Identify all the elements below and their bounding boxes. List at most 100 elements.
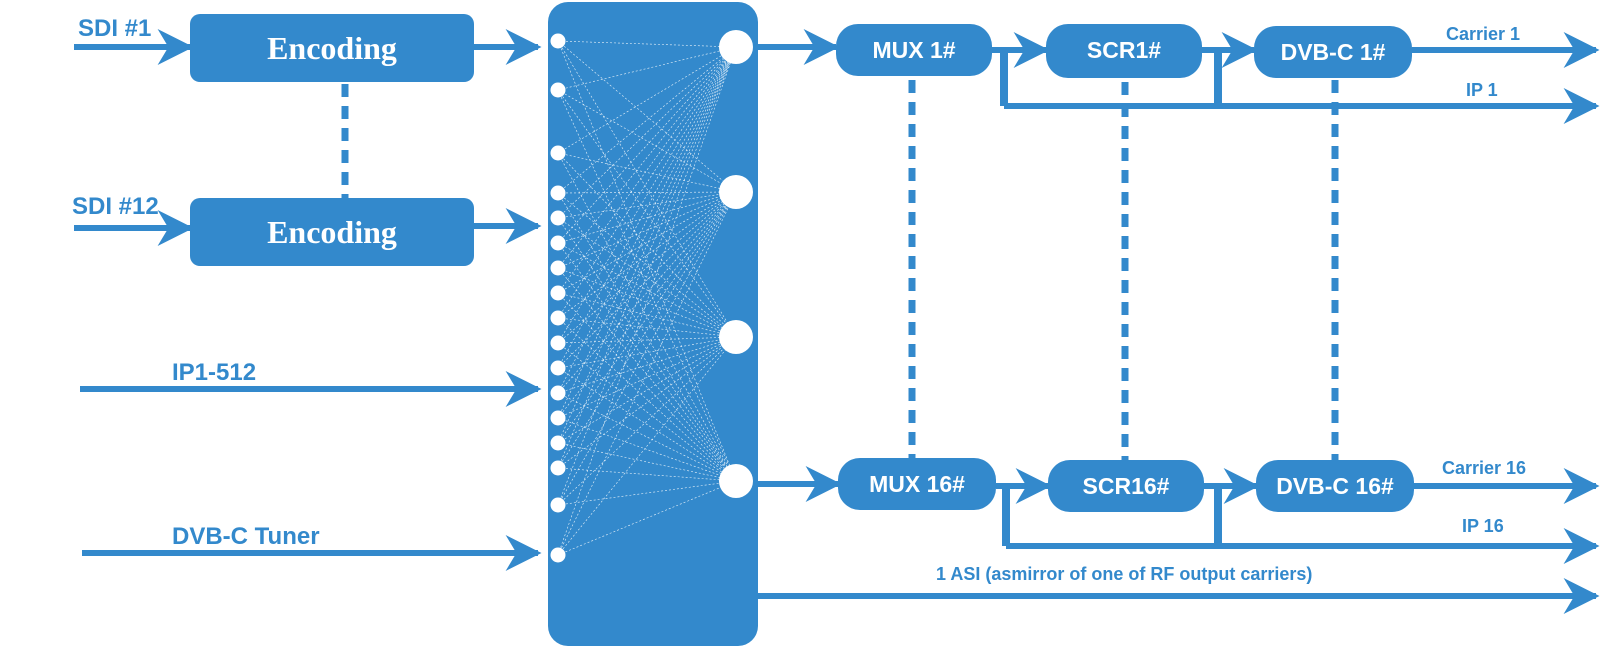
- matrix-line: [557, 217, 737, 482]
- matrix-input-port: [550, 145, 566, 161]
- encoder-block-12: Encoding: [190, 198, 474, 266]
- scr-block-16: SCR16#: [1048, 460, 1204, 512]
- matrix-output-port: [719, 30, 753, 64]
- matrix-line: [557, 40, 737, 48]
- matrix-line: [557, 46, 737, 91]
- encoder-1-label: Encoding: [267, 30, 397, 66]
- sdi-1-label: SDI #1: [78, 15, 151, 42]
- matrix-line: [557, 317, 737, 482]
- matrix-line: [557, 40, 737, 193]
- matrix-line: [557, 46, 737, 469]
- encoder-block-1: Encoding: [190, 14, 474, 82]
- matrix-line: [557, 317, 737, 338]
- sdi-12-label: SDI #12: [72, 193, 159, 220]
- matrix-input-port: [550, 497, 566, 513]
- matrix-input-port: [550, 385, 566, 401]
- matrix-line: [557, 46, 737, 394]
- matrix-line: [557, 191, 737, 194]
- scr-1-label: SCR1#: [1087, 37, 1161, 63]
- matrix-line: [557, 46, 737, 556]
- matrix-output-port: [719, 320, 753, 354]
- matrix-line: [557, 46, 737, 419]
- matrix-line: [557, 40, 737, 338]
- ip-input-label: IP1-512: [172, 359, 256, 386]
- matrix-line: [557, 417, 737, 482]
- input-lines: [74, 29, 542, 571]
- tuner-input-label: DVB-C Tuner: [172, 523, 320, 550]
- matrix-line: [557, 46, 737, 154]
- matrix-line: [557, 191, 737, 469]
- dvbc-1-label: DVB-C 1#: [1281, 39, 1386, 65]
- matrix-line: [557, 191, 737, 244]
- matrix-line: [557, 89, 737, 338]
- scr-block-1: SCR1#: [1046, 24, 1202, 78]
- matrix-line: [557, 336, 737, 469]
- matrix-output-port: [719, 175, 753, 209]
- dvbc-16-label: DVB-C 16#: [1276, 473, 1394, 499]
- matrix-line: [557, 40, 737, 482]
- matrix-input-ports: [550, 33, 566, 563]
- matrix-input-port: [550, 360, 566, 376]
- matrix-line: [557, 191, 737, 506]
- matrix-input-port: [550, 460, 566, 476]
- matrix-input-port: [550, 285, 566, 301]
- matrix-connection-lines: [557, 40, 737, 556]
- matrix-line: [557, 191, 737, 444]
- matrix-line: [557, 242, 737, 482]
- matrix-line: [557, 191, 737, 369]
- matrix-input-port: [550, 33, 566, 49]
- matrix-line: [557, 367, 737, 482]
- carrier-1-label: Carrier 1: [1446, 24, 1520, 44]
- matrix-output-ports: [719, 30, 753, 498]
- matrix-line: [557, 336, 737, 444]
- matrix-line: [557, 191, 737, 319]
- matrix-line: [557, 292, 737, 338]
- matrix-line: [557, 242, 737, 338]
- matrix-line: [557, 292, 737, 482]
- matrix-line: [557, 336, 737, 506]
- matrix-line: [557, 336, 737, 419]
- mux-block-1: MUX 1#: [836, 24, 992, 76]
- matrix-input-port: [550, 235, 566, 251]
- matrix-line: [557, 191, 737, 269]
- matrix-line: [557, 336, 737, 394]
- dvbc-block-1: DVB-C 1#: [1254, 26, 1412, 78]
- dvbc-block-16: DVB-C 16#: [1256, 460, 1414, 512]
- matrix-line: [557, 192, 737, 482]
- ip-1-label: IP 1: [1466, 80, 1498, 100]
- mux-16-label: MUX 16#: [869, 471, 965, 497]
- matrix-line: [557, 46, 737, 219]
- matrix-input-port: [550, 210, 566, 226]
- matrix-line: [557, 46, 737, 269]
- matrix-line: [557, 392, 737, 482]
- matrix-line: [557, 46, 737, 344]
- matrix-output-port: [719, 464, 753, 498]
- matrix-line: [557, 191, 737, 219]
- ip-16-label: IP 16: [1462, 516, 1504, 536]
- matrix-line: [557, 46, 737, 244]
- matrix-input-port: [550, 82, 566, 98]
- matrix-input-port: [550, 310, 566, 326]
- scr-16-label: SCR16#: [1083, 473, 1170, 499]
- mux-1-label: MUX 1#: [872, 37, 955, 63]
- matrix-line: [557, 480, 737, 506]
- carrier-16-label: Carrier 16: [1442, 458, 1526, 478]
- asi-output-label: 1 ASI (asmirror of one of RF output carr…: [936, 564, 1312, 584]
- matrix-input-port: [550, 335, 566, 351]
- matrix-line: [557, 336, 737, 344]
- matrix-line: [557, 191, 737, 556]
- matrix-line: [557, 342, 737, 482]
- matrix-line: [557, 46, 737, 444]
- matrix-line: [557, 480, 737, 556]
- crosspoint-matrix: [548, 2, 758, 646]
- matrix-line: [557, 46, 737, 294]
- matrix-input-port: [550, 185, 566, 201]
- matrix-line: [557, 46, 737, 506]
- matrix-line: [557, 46, 737, 369]
- matrix-input-port: [550, 260, 566, 276]
- matrix-line: [557, 191, 737, 344]
- matrix-line: [557, 191, 737, 394]
- matrix-input-port: [550, 410, 566, 426]
- matrix-input-port: [550, 547, 566, 563]
- encoder-12-label: Encoding: [267, 214, 397, 250]
